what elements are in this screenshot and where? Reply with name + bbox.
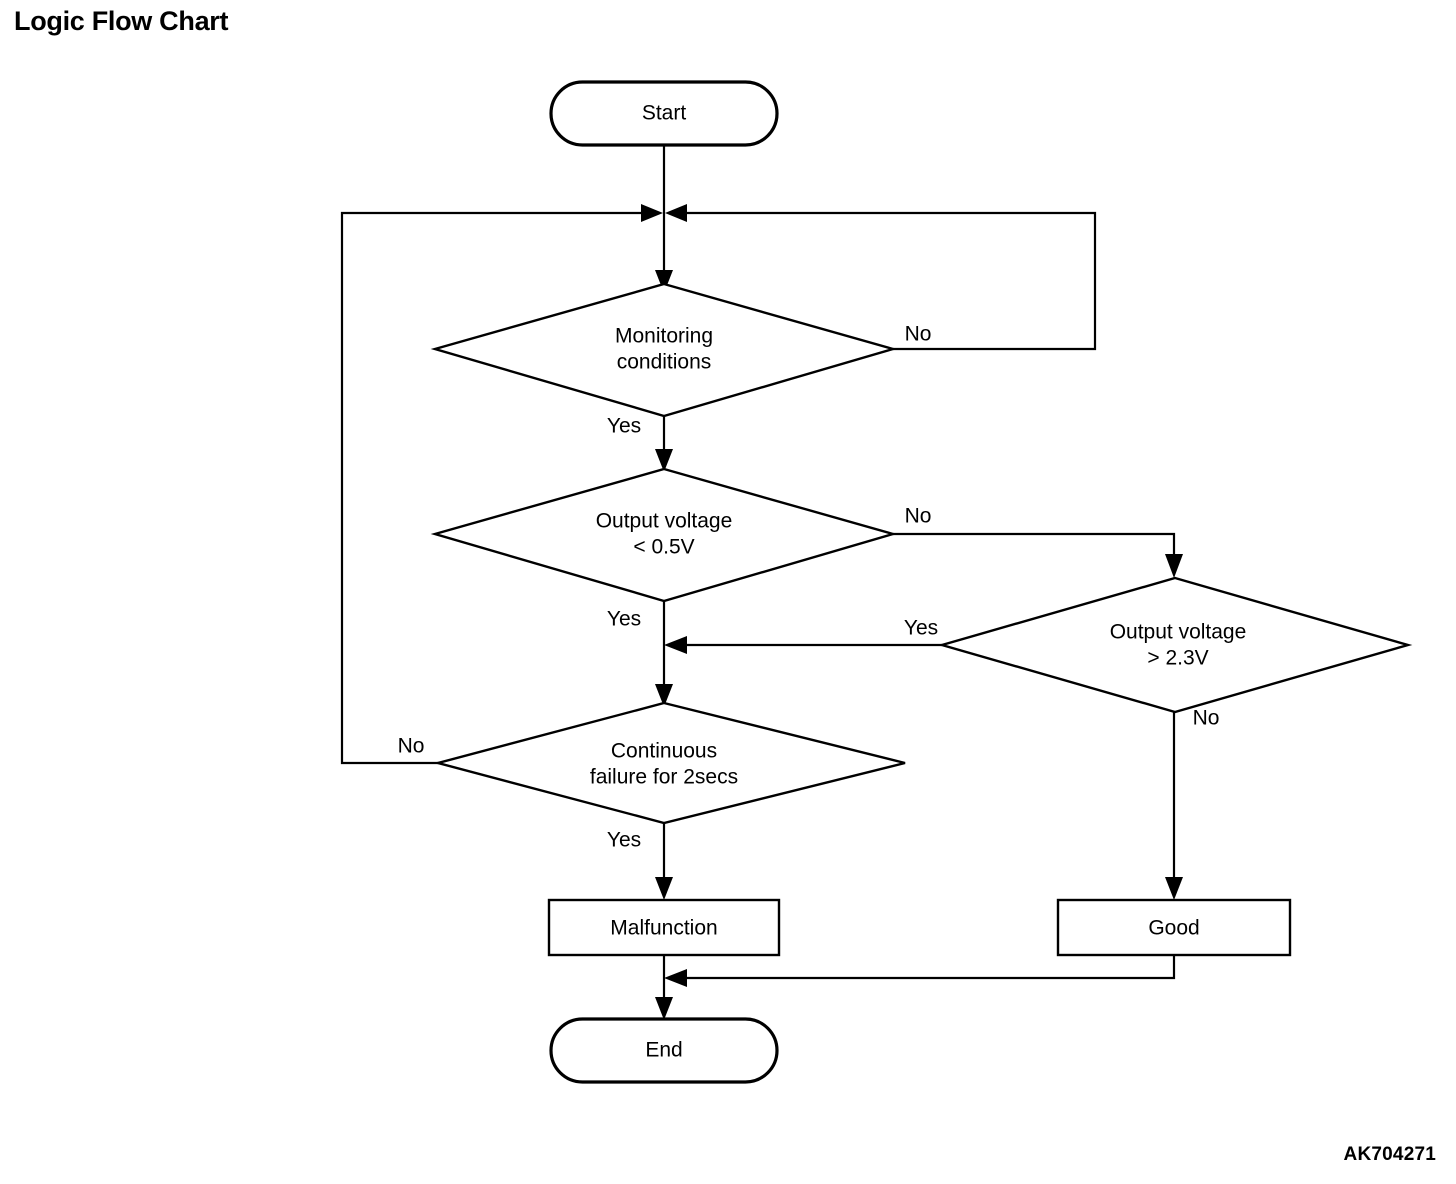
arrow-into-volt-high-icon bbox=[1165, 554, 1183, 578]
node-good[interactable]: Good bbox=[1056, 898, 1292, 957]
arrow-good-merge-icon bbox=[664, 969, 687, 987]
arrow-into-volt-low-icon bbox=[655, 449, 673, 472]
node-malfunction-label: Malfunction bbox=[610, 917, 717, 940]
node-output-voltage-high-label-line1: Output voltage bbox=[1110, 621, 1247, 644]
edge-good-to-end bbox=[672, 955, 1176, 980]
node-end[interactable]: End bbox=[549, 1017, 779, 1084]
node-output-voltage-high-label-line2: > 2.3V bbox=[1147, 647, 1208, 670]
arrow-into-good-icon bbox=[1165, 877, 1183, 900]
edge-label-volt-high-yes: Yes bbox=[904, 617, 938, 640]
node-output-voltage-low-label-line1: Output voltage bbox=[596, 510, 733, 533]
node-start[interactable]: Start bbox=[549, 80, 779, 147]
edge-label-continuous-failure-no: No bbox=[398, 735, 425, 758]
arrow-into-malfunction-icon bbox=[655, 877, 673, 900]
node-start-label: Start bbox=[642, 102, 687, 125]
edge-label-volt-low-yes: Yes bbox=[607, 608, 641, 631]
arrow-left-loop-join-icon bbox=[641, 204, 663, 222]
edge-label-volt-high-no: No bbox=[1193, 707, 1220, 730]
node-monitoring-conditions[interactable]: Monitoring conditions bbox=[430, 282, 898, 418]
node-continuous-failure-label-line1: Continuous bbox=[611, 740, 717, 763]
arrow-into-end-icon bbox=[655, 997, 673, 1020]
node-continuous-failure-label-line2: failure for 2secs bbox=[590, 766, 738, 789]
edge-label-monitoring-yes: Yes bbox=[607, 415, 641, 438]
node-monitoring-conditions-label-line2: conditions bbox=[617, 351, 712, 374]
node-output-voltage-low[interactable]: Output voltage < 0.5V bbox=[430, 467, 898, 603]
edge-continuous-failure-no-loop bbox=[340, 211, 657, 765]
arrow-right-loop-join-icon bbox=[665, 204, 687, 222]
node-output-voltage-low-label-line2: < 0.5V bbox=[633, 536, 694, 559]
node-malfunction[interactable]: Malfunction bbox=[547, 898, 781, 957]
edge-label-continuous-failure-yes: Yes bbox=[607, 829, 641, 852]
edge-label-volt-low-no: No bbox=[905, 505, 932, 528]
page-title: Logic Flow Chart bbox=[14, 6, 229, 36]
node-output-voltage-high[interactable]: Output voltage > 2.3V bbox=[937, 576, 1413, 714]
node-end-label: End bbox=[645, 1039, 682, 1062]
node-continuous-failure[interactable]: Continuous failure for 2secs bbox=[433, 701, 906, 825]
arrow-into-continuous-failure-icon bbox=[655, 684, 673, 707]
edge-volt-low-no bbox=[893, 532, 1176, 566]
figure-code: AK704271 bbox=[1343, 1144, 1436, 1165]
edge-monitoring-no-loop bbox=[671, 211, 1097, 351]
node-good-label: Good bbox=[1148, 917, 1199, 940]
arrow-into-monitoring-icon bbox=[655, 270, 673, 293]
arrow-volt-high-yes-icon bbox=[664, 636, 687, 654]
edge-label-monitoring-no: No bbox=[905, 323, 932, 346]
node-monitoring-conditions-label-line1: Monitoring bbox=[615, 325, 713, 348]
